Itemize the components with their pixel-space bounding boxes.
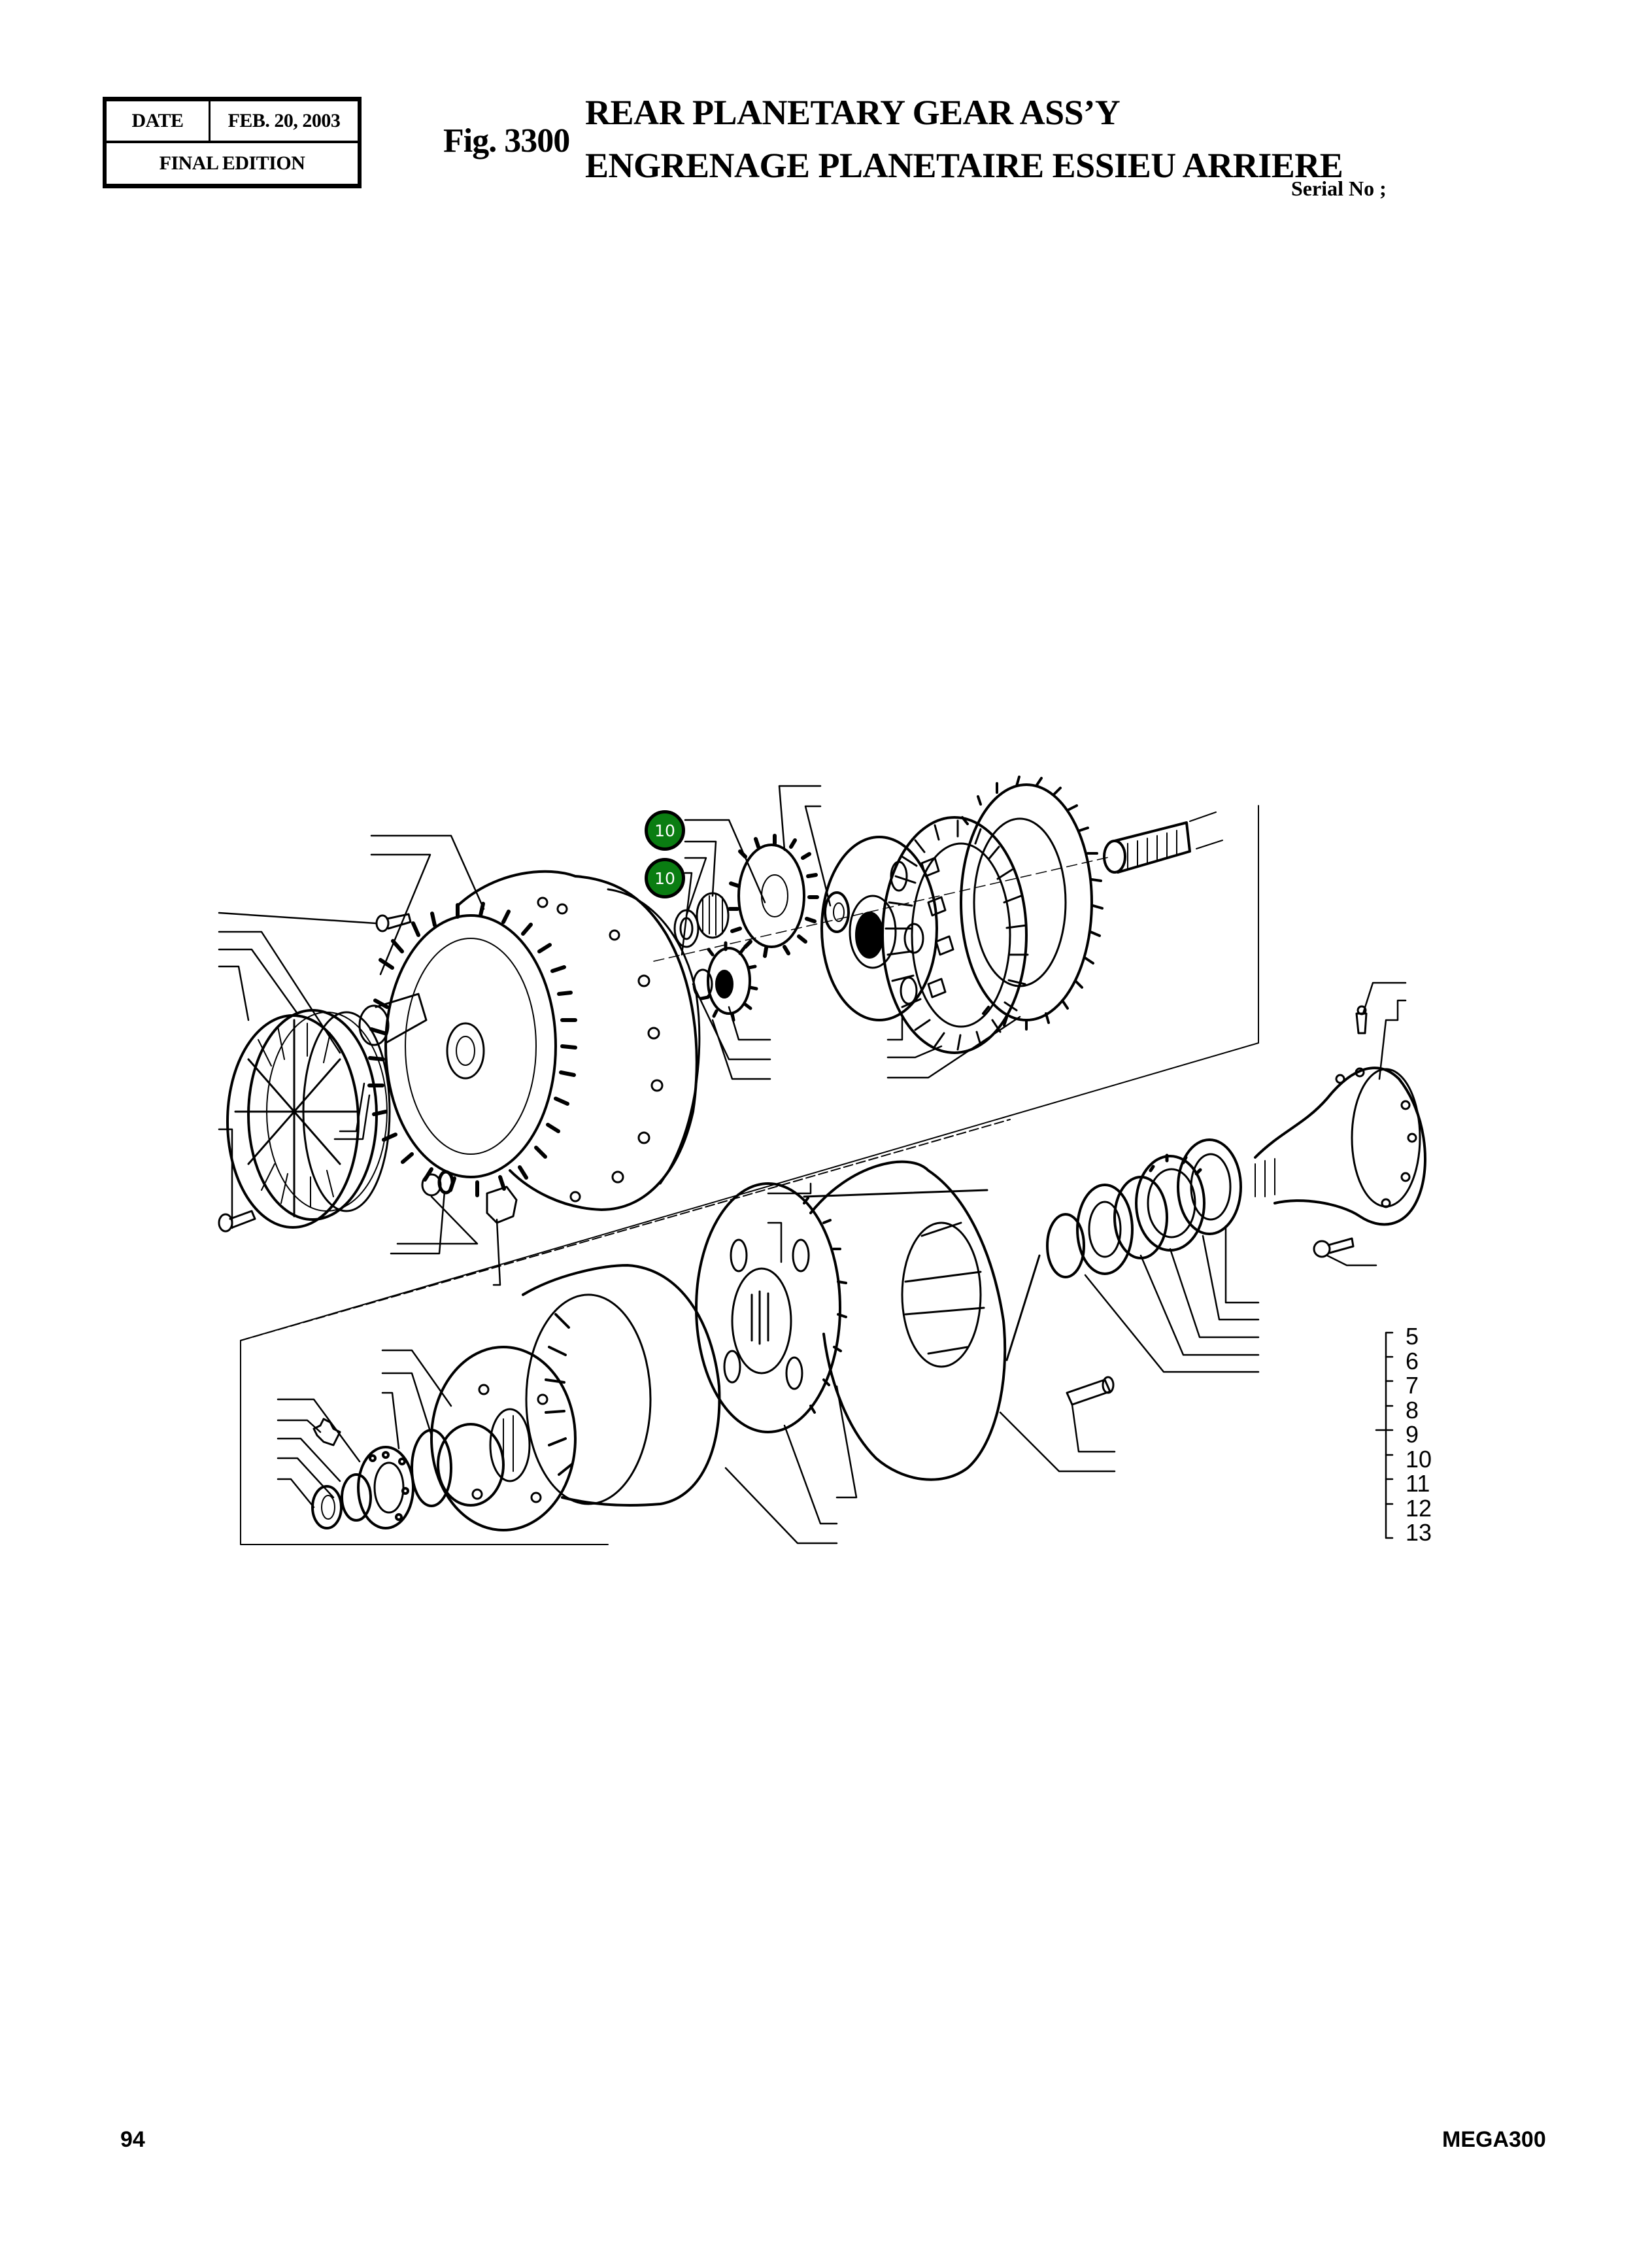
end-cover [226,1009,388,1229]
guide-planes [240,805,1259,1545]
washer [311,1485,343,1529]
lock-washer [341,1473,372,1522]
thrust-ring [411,1429,452,1507]
leader-lines [218,785,1407,1545]
planet-carrier [820,836,938,1021]
bearing-cone [1076,1184,1134,1275]
ref-item: 13 [1406,1519,1432,1546]
callout-badge-10[interactable]: 10 [645,858,685,898]
ring-gear [367,902,577,1197]
reference-number-list: 5 6 7 8 9 10 11 12 13 [1406,1324,1432,1545]
wheel-stud [1066,1376,1115,1406]
wheel-hub [1254,1067,1426,1226]
serial-number-label: Serial No ; [1291,177,1387,200]
bearing-spacer [437,1423,505,1507]
axle-housing [803,1160,1041,1481]
date-row: DATE FEB. 20, 2003 [107,101,358,143]
screw [375,913,412,932]
internal-ring-gear [881,816,1029,1054]
seal-ring [302,1011,391,1212]
planet-gear [728,834,819,958]
ring-nut [357,1446,414,1529]
figure-number: Fig. 3300 [443,122,570,160]
plug [421,1170,454,1197]
nut [486,1186,518,1224]
ref-item: 7 [1406,1372,1419,1399]
bearing-race [1113,1176,1168,1259]
planet-carrier-lower [430,1346,577,1531]
outer-gear-plate [960,776,1104,1031]
splined-shaft [1103,811,1223,874]
ref-item: 6 [1406,1347,1419,1375]
outer-bearing [1177,1138,1242,1235]
carrier-planet-gears [920,857,954,999]
hub-bolt [1313,1237,1355,1258]
page-number: 94 [120,2127,145,2152]
screw [218,1210,256,1233]
title-french: ENGRENAGE PLANETAIRE ESSIEU ARRIERE [585,146,1343,185]
ref-item: 5 [1406,1323,1419,1350]
pin [358,993,428,1046]
lock-tab [312,1418,341,1446]
spacer-ring [824,891,850,933]
callout-badge-10[interactable]: 10 [645,810,685,851]
roller-bearing [1135,1153,1205,1252]
title-english: REAR PLANETARY GEAR ASS’Y [585,93,1121,132]
lower-gear-plate [695,1182,847,1433]
date-label: DATE [107,101,211,141]
ref-item: 12 [1406,1494,1432,1522]
planet-gear-small [700,941,758,1022]
edition-label: FINAL EDITION [159,152,305,174]
ref-item: 10 [1406,1445,1432,1473]
date-edition-box: DATE FEB. 20, 2003 FINAL EDITION [103,97,362,188]
oil-seal [1046,1213,1085,1278]
ref-item: 11 [1406,1470,1430,1497]
model-name: MEGA300 [1442,2127,1546,2152]
hub-housing [456,870,701,1211]
ref-item: 8 [1406,1396,1419,1424]
ref-item: 9 [1406,1421,1419,1448]
needle-bearing [696,892,730,939]
date-value: FEB. 20, 2003 [228,110,341,131]
lower-ring-drum [522,1264,721,1507]
